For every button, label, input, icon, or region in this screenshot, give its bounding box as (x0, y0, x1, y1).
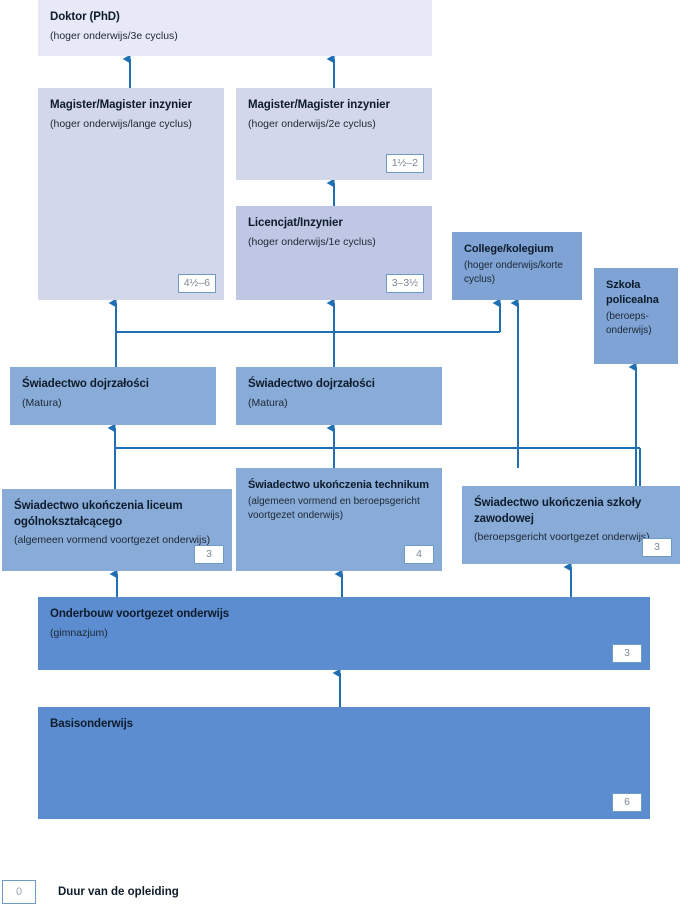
node-subtitle: (algemeen vormend en beroepsgericht voor… (248, 495, 420, 522)
node-doktor[interactable]: Doktor (PhD) (hoger onderwijs/3e cyclus) (38, 0, 432, 56)
node-subtitle: (hoger onderwijs/3e cyclus) (50, 29, 178, 42)
node-matura-2[interactable]: Świadectwo dojrzałości (Matura) (236, 367, 442, 425)
node-magister-2e[interactable]: Magister/Magister inzynier (hoger onderw… (236, 88, 432, 180)
node-subtitle: (beroepsgericht voortgezet onderwijs) (474, 531, 650, 544)
node-title: College/kolegium (464, 243, 554, 255)
node-title: Onderbouw voortgezet onderwijs (50, 608, 230, 620)
duration-badge: 3 (612, 644, 642, 663)
node-zawodowa[interactable]: Świadectwo ukończenia szkoły zawodowej (… (462, 486, 680, 564)
node-licencjat[interactable]: Licencjat/Inzynier (hoger onderwijs/1e c… (236, 206, 432, 300)
node-title: Magister/Magister inzynier (248, 99, 390, 111)
node-technikum[interactable]: Świadectwo ukończenia technikum (algemee… (236, 468, 442, 571)
node-subtitle: (Matura) (22, 396, 62, 409)
node-liceum[interactable]: Świadectwo ukończenia liceum ogólnokszta… (2, 489, 232, 571)
duration-badge: 1½–2 (385, 154, 424, 173)
duration-badge: 3 (194, 545, 224, 564)
node-title: Szkoła policealna (606, 279, 659, 306)
duration-badge: 3 (642, 538, 672, 557)
node-title: Magister/Magister inzynier (50, 99, 192, 111)
node-college[interactable]: College/kolegium (hoger onderwijs/korte … (452, 232, 582, 300)
node-title: Basisonderwijs (50, 718, 133, 730)
node-magister-lange[interactable]: Magister/Magister inzynier (hoger onderw… (38, 88, 224, 300)
node-title: Licencjat/Inzynier (248, 217, 343, 229)
node-title: Świadectwo dojrzałości (248, 378, 375, 390)
node-title: Świadectwo ukończenia technikum (248, 479, 429, 491)
node-title: Doktor (PhD) (50, 11, 120, 23)
duration-badge: 4 (404, 545, 434, 564)
duration-badge: 6 (612, 793, 642, 812)
node-subtitle: (gimnazjum) (50, 626, 108, 639)
node-szkola-policealna[interactable]: Szkoła policealna (beroeps-onderwijs) (594, 268, 678, 364)
node-title: Świadectwo ukończenia liceum ogólnokszta… (14, 500, 183, 528)
node-matura-1[interactable]: Świadectwo dojrzałości (Matura) (10, 367, 216, 425)
node-subtitle: (hoger onderwijs/lange cyclus) (50, 117, 192, 130)
node-subtitle: (hoger onderwijs/2e cyclus) (248, 117, 376, 130)
node-basisonderwijs[interactable]: Basisonderwijs 6 (38, 707, 650, 819)
legend: 0 Duur van de opleiding (2, 880, 179, 904)
node-title: Świadectwo dojrzałości (22, 378, 149, 390)
legend-label: Duur van de opleiding (58, 886, 179, 898)
node-subtitle: (Matura) (248, 396, 288, 409)
legend-badge: 0 (2, 880, 36, 904)
node-subtitle: (hoger onderwijs/korte cyclus) (464, 259, 563, 286)
node-onderbouw[interactable]: Onderbouw voortgezet onderwijs (gimnazju… (38, 597, 650, 670)
node-title: Świadectwo ukończenia szkoły zawodowej (474, 497, 642, 525)
node-subtitle: (hoger onderwijs/1e cyclus) (248, 235, 376, 248)
duration-badge: 3–3½ (385, 274, 424, 293)
node-subtitle: (beroeps-onderwijs) (606, 310, 652, 337)
node-subtitle: (algemeen vormend voortgezet onderwijs) (14, 534, 211, 547)
duration-badge: 4½–6 (177, 274, 216, 293)
